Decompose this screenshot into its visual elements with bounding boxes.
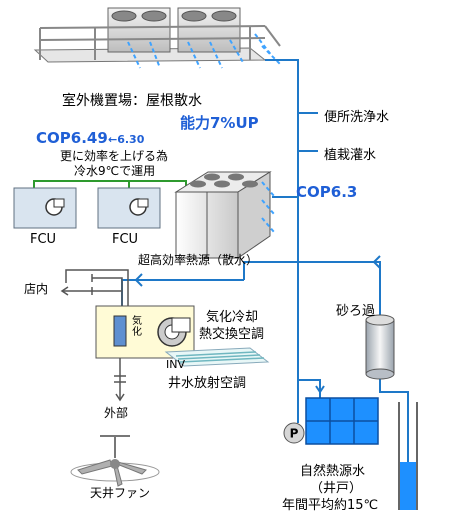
rooftop-label: 室外機置場：屋根散水 (62, 93, 202, 109)
vaporize-label: 気化 (132, 316, 142, 338)
chiller-label: 超高効率熱源（散水） (138, 253, 259, 267)
fcu-label-2: FCU (112, 232, 139, 247)
fcu-label-1: FCU (30, 232, 57, 247)
pump-label: P (290, 427, 299, 441)
capacity-up-label: 能力7%UP (180, 114, 259, 132)
rooftop-outdoor-units (33, 7, 281, 69)
evaporative-cooling-unit (95, 305, 195, 359)
chiller-unit (174, 171, 275, 259)
natural-heat-label-3: 年間平均約15℃ (282, 498, 379, 513)
natural-heat-label-2: （井戸） (310, 481, 363, 496)
well-water-pipes (121, 59, 409, 500)
cop-chiller-value: COP6.3 (296, 183, 358, 201)
evap-cooling-label-1: 気化冷却 (206, 310, 259, 325)
store-inside-label: 店内 (24, 282, 49, 296)
sand-filter-tank (365, 314, 395, 380)
planting-irrigation-label: 植栽灌水 (324, 148, 377, 163)
air-flow-lines (60, 269, 129, 402)
efficiency-note-line2: 冷水9℃で運用 (74, 164, 156, 178)
natural-heat-label-1: 自然熱源水 (300, 464, 366, 479)
radiant-cooling-label: 井水放射空調 (168, 376, 247, 391)
inv-label: INV (166, 358, 185, 371)
pump: P (283, 422, 305, 444)
ceiling-fan (70, 435, 160, 487)
cop-fcu-previous: ←6.30 (108, 133, 145, 146)
ceiling-fan-label: 天井ファン (90, 486, 151, 500)
sand-filter-label: 砂ろ過 (336, 304, 376, 319)
toilet-flush-label: 便所洗浄水 (324, 110, 390, 125)
efficiency-note-line1: 更に効率を上げる為 (60, 149, 169, 163)
evap-cooling-label-2: 熱交換空調 (199, 327, 265, 342)
well (398, 402, 418, 510)
cop-fcu-value: COP6.49 (36, 129, 108, 147)
radiant-panel (164, 347, 270, 367)
fcu-unit-1 (13, 187, 77, 229)
heat-storage-tank (305, 397, 379, 445)
outside-label: 外部 (104, 406, 129, 420)
fcu-unit-2 (97, 187, 161, 229)
